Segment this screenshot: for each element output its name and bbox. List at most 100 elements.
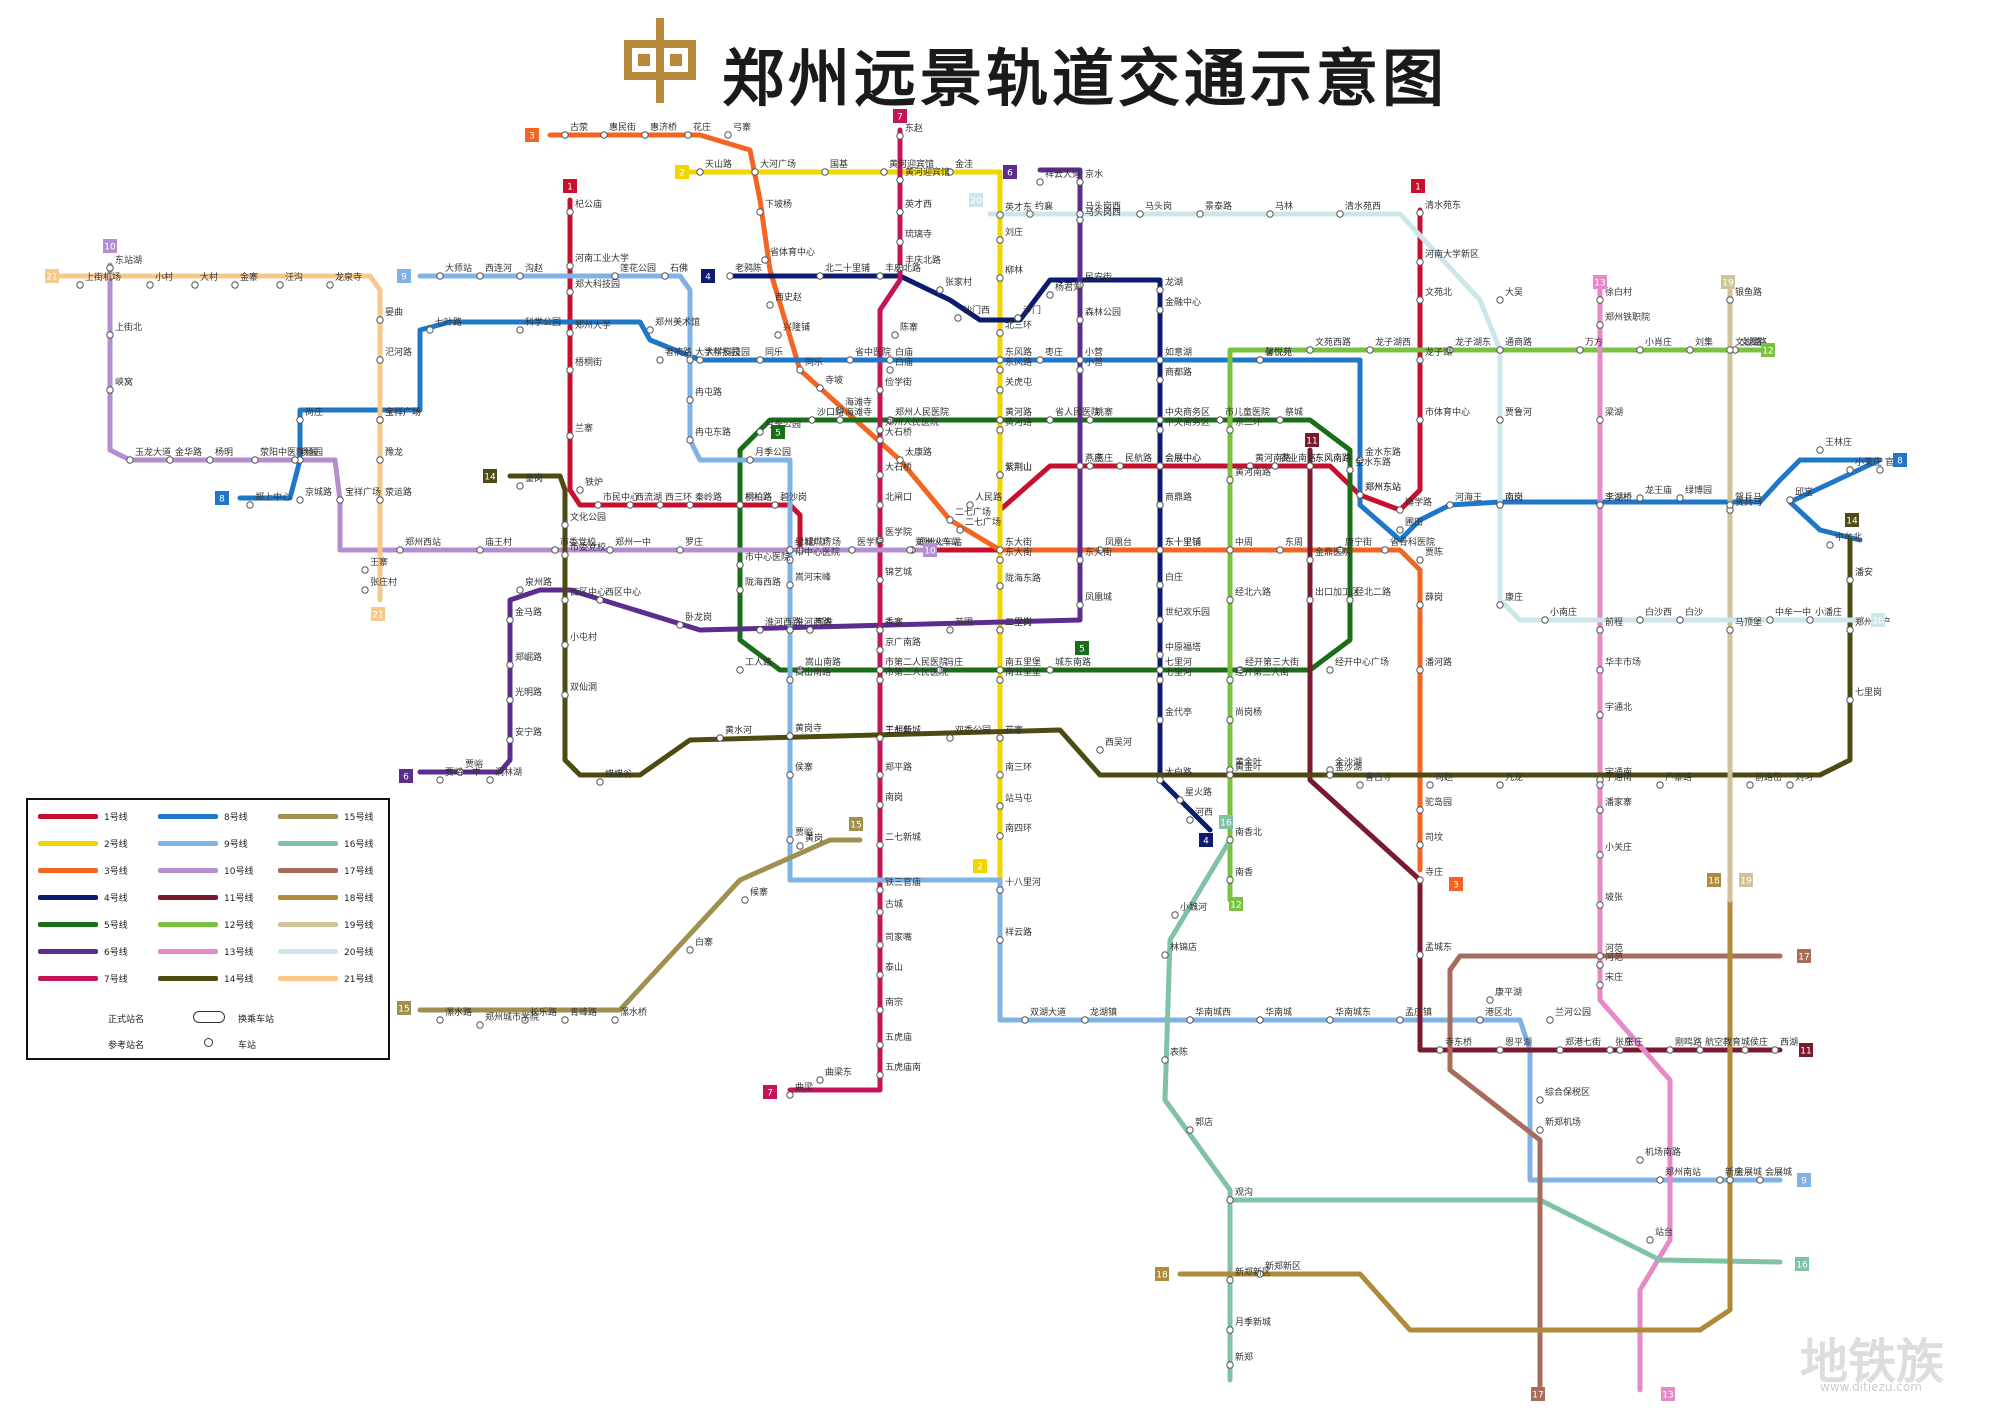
station-marker[interactable] — [1416, 601, 1424, 609]
station-marker[interactable] — [896, 132, 904, 140]
station-marker[interactable] — [566, 288, 574, 296]
station-marker[interactable] — [876, 536, 884, 544]
station-marker[interactable] — [1416, 209, 1424, 217]
station-marker[interactable] — [906, 546, 914, 554]
station-marker[interactable] — [1336, 210, 1344, 218]
station-marker[interactable] — [808, 416, 816, 424]
station-marker[interactable] — [1596, 961, 1604, 969]
station-marker[interactable] — [876, 1006, 884, 1014]
station-marker[interactable] — [896, 208, 904, 216]
station-marker[interactable] — [996, 582, 1004, 590]
station-marker[interactable] — [1226, 676, 1234, 684]
station-marker[interactable] — [876, 734, 884, 742]
station-marker[interactable] — [816, 1076, 824, 1084]
station-marker[interactable] — [1136, 210, 1144, 218]
station-marker[interactable] — [936, 286, 944, 294]
station-marker[interactable] — [771, 501, 779, 509]
station-marker[interactable] — [1156, 416, 1164, 424]
station-marker[interactable] — [206, 456, 214, 464]
station-marker[interactable] — [996, 666, 1004, 674]
station-marker[interactable] — [996, 366, 1004, 374]
station-marker[interactable] — [1326, 666, 1334, 674]
station-marker[interactable] — [686, 396, 694, 404]
station-marker[interactable] — [1536, 1126, 1544, 1134]
station-marker[interactable] — [896, 176, 904, 184]
station-marker[interactable] — [566, 262, 574, 270]
station-marker[interactable] — [876, 386, 884, 394]
station-marker[interactable] — [296, 496, 304, 504]
station-marker[interactable] — [1156, 676, 1164, 684]
station-marker[interactable] — [521, 1016, 529, 1024]
station-marker[interactable] — [876, 1041, 884, 1049]
station-marker[interactable] — [656, 501, 664, 509]
station-marker[interactable] — [716, 734, 724, 742]
station-marker[interactable] — [291, 456, 299, 464]
station-marker[interactable] — [1596, 626, 1604, 634]
station-marker[interactable] — [996, 802, 1004, 810]
station-marker[interactable] — [1226, 596, 1234, 604]
station-marker[interactable] — [1076, 178, 1084, 186]
station-marker[interactable] — [1021, 1016, 1029, 1024]
station-marker[interactable] — [1156, 426, 1164, 434]
station-marker[interactable] — [600, 131, 608, 139]
station-marker[interactable] — [1076, 366, 1084, 374]
station-marker[interactable] — [1436, 1046, 1444, 1054]
station-marker[interactable] — [1076, 356, 1084, 364]
station-marker[interactable] — [1676, 494, 1684, 502]
station-marker[interactable] — [1826, 541, 1834, 549]
station-marker[interactable] — [756, 356, 764, 364]
station-marker[interactable] — [106, 386, 114, 394]
station-marker[interactable] — [891, 331, 899, 339]
station-marker[interactable] — [1196, 210, 1204, 218]
station-marker[interactable] — [1266, 210, 1274, 218]
station-marker[interactable] — [1746, 781, 1754, 789]
station-marker[interactable] — [996, 211, 1004, 219]
station-marker[interactable] — [876, 501, 884, 509]
station-marker[interactable] — [1156, 666, 1164, 674]
station-marker[interactable] — [656, 356, 664, 364]
station-marker[interactable] — [886, 366, 894, 374]
station-marker[interactable] — [1036, 356, 1044, 364]
station-marker[interactable] — [1686, 346, 1694, 354]
station-marker[interactable] — [1186, 1126, 1194, 1134]
station-marker[interactable] — [166, 456, 174, 464]
station-marker[interactable] — [1576, 346, 1584, 354]
station-marker[interactable] — [611, 272, 619, 280]
station-marker[interactable] — [661, 272, 669, 280]
station-marker[interactable] — [796, 666, 804, 674]
station-marker[interactable] — [1156, 776, 1164, 784]
station-marker[interactable] — [1726, 626, 1734, 634]
station-marker[interactable] — [1226, 1361, 1234, 1369]
station-marker[interactable] — [516, 326, 524, 334]
station-marker[interactable] — [686, 436, 694, 444]
station-marker[interactable] — [886, 356, 894, 364]
station-marker[interactable] — [1276, 416, 1284, 424]
station-marker[interactable] — [1356, 456, 1364, 464]
station-marker[interactable] — [1416, 951, 1424, 959]
station-marker[interactable] — [1726, 296, 1734, 304]
station-marker[interactable] — [786, 1091, 794, 1099]
station-marker[interactable] — [1656, 1176, 1664, 1184]
station-marker[interactable] — [996, 734, 1004, 742]
station-marker[interactable] — [1014, 314, 1022, 322]
station-marker[interactable] — [796, 546, 804, 554]
station-marker[interactable] — [1226, 1326, 1234, 1334]
station-marker[interactable] — [396, 546, 404, 554]
station-marker[interactable] — [566, 432, 574, 440]
station-marker[interactable] — [486, 776, 494, 784]
station-marker[interactable] — [786, 732, 794, 740]
station-marker[interactable] — [1076, 281, 1084, 289]
station-marker[interactable] — [1496, 781, 1504, 789]
station-marker[interactable] — [1416, 416, 1424, 424]
station-marker[interactable] — [566, 329, 574, 337]
station-marker[interactable] — [1226, 876, 1234, 884]
station-marker[interactable] — [426, 326, 434, 334]
station-marker[interactable] — [1556, 1046, 1564, 1054]
station-marker[interactable] — [1666, 1046, 1674, 1054]
station-marker[interactable] — [1446, 346, 1454, 354]
station-marker[interactable] — [1076, 601, 1084, 609]
station-marker[interactable] — [1076, 462, 1084, 470]
station-marker[interactable] — [686, 946, 694, 954]
station-marker[interactable] — [696, 356, 704, 364]
station-marker[interactable] — [1396, 526, 1404, 534]
